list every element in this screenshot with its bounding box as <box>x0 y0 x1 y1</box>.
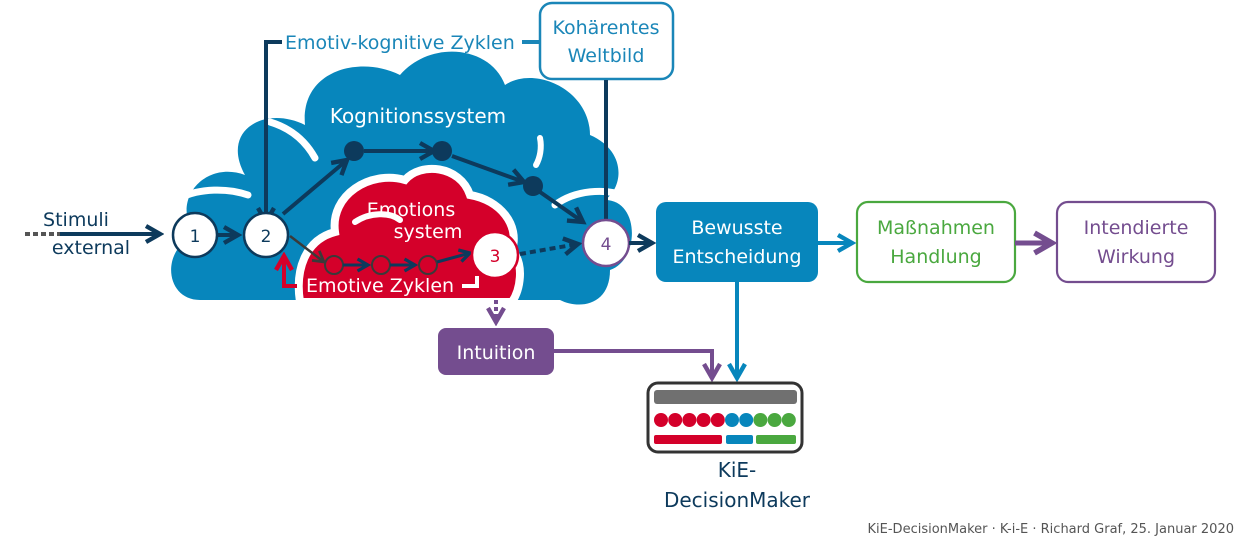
decisionmaker-icon <box>646 381 804 454</box>
decisionmaker-dot-green <box>767 413 782 427</box>
node-2: 2 <box>242 211 290 259</box>
emotive-cycles-label: Emotive Zyklen <box>306 275 454 297</box>
footer-credit: KiE-DecisionMaker · K-i-E · Richard Graf… <box>867 522 1234 537</box>
worldview-label-1: Kohärentes <box>553 17 660 39</box>
action-box: Maßnahmen Handlung <box>855 200 1017 284</box>
decisionmaker-dot-green <box>753 413 768 427</box>
svg-text:3: 3 <box>490 247 501 267</box>
cognition-step-dot <box>432 141 452 161</box>
intuition-box: Intuition <box>438 300 712 378</box>
decisionmaker-dot-red <box>696 413 711 427</box>
decisionmaker-label-1: KiE- <box>718 458 757 482</box>
decisionmaker-bar-blue <box>726 435 753 444</box>
emotion-step-dot <box>324 255 344 275</box>
coherent-worldview-box: Kohärentes Weltbild <box>538 1 675 220</box>
decisionmaker-dot-red <box>668 413 683 427</box>
decisionmaker-dot-red <box>682 413 697 427</box>
decisionmaker-label-2: DecisionMaker <box>664 488 811 512</box>
stimuli-label-2: external <box>52 237 130 259</box>
effect-label-2: Wirkung <box>1097 246 1175 268</box>
decisionmaker-dot-blue <box>725 413 739 427</box>
intended-effect-box: Intendierte Wirkung <box>1055 200 1217 284</box>
cognition-step-dot <box>523 176 543 196</box>
decisionmaker-dot-green <box>781 413 796 427</box>
node-4: 4 <box>581 218 631 268</box>
cognition-chain <box>218 141 583 235</box>
worldview-label-2: Weltbild <box>568 45 645 67</box>
action-label-1: Maßnahmen <box>877 217 995 239</box>
node-3: 3 <box>470 230 520 280</box>
svg-text:4: 4 <box>601 235 612 255</box>
intuition-label: Intuition <box>457 342 536 364</box>
effect-label-1: Intendierte <box>1084 217 1189 239</box>
emotive-cognitive-cycles-label: Emotiv-kognitive Zyklen <box>285 32 515 54</box>
emotion-step-dot <box>418 255 438 275</box>
decisionmaker-dot-red <box>654 413 668 427</box>
svg-text:2: 2 <box>261 227 272 247</box>
svg-text:1: 1 <box>190 227 201 247</box>
emotion-chain <box>284 235 578 288</box>
emotion-system-label-2: system <box>394 221 463 243</box>
stimuli-label-1: Stimuli <box>43 209 109 231</box>
emotion-system-label-1: Emotions <box>367 199 455 221</box>
cognition-system-label: Kognitionssystem <box>330 104 506 128</box>
emotion-step-dot <box>371 255 391 275</box>
stimuli-input: Stimuli external <box>25 209 160 259</box>
decision-label-2: Entscheidung <box>672 246 801 268</box>
emotion-cloud: Emotions system Emotive Zyklen <box>294 164 524 306</box>
cognition-step-dot <box>344 141 364 161</box>
decisionmaker-dot-red <box>710 413 725 427</box>
decisionmaker-bar-green <box>756 435 796 444</box>
decision-label-1: Bewusste <box>691 217 782 239</box>
emotive-cognitive-cycles-connector: Emotiv-kognitive Zyklen <box>266 32 540 222</box>
decisionmaker-bar-red <box>654 435 722 444</box>
action-label-2: Handlung <box>890 246 981 268</box>
conscious-decision-box: Bewusste Entscheidung <box>656 202 818 282</box>
node-1: 1 <box>171 211 219 259</box>
decisionmaker-dot-blue <box>739 413 754 427</box>
